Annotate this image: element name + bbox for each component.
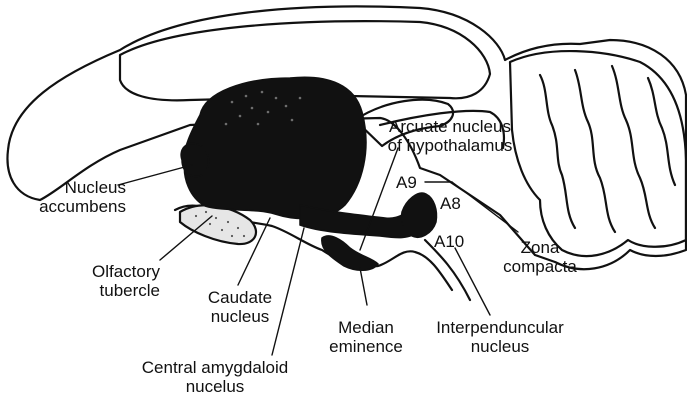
leader-median-eminence	[360, 268, 367, 305]
label-zona-compacta: Zona compacta	[490, 238, 590, 276]
olfactory-region	[180, 205, 256, 244]
label-a9: A9	[396, 173, 417, 192]
label-a8: A8	[440, 194, 461, 213]
cerebellum-folia-3	[612, 66, 655, 228]
label-arcuate-nucleus: Arcuate nucleus of hypothalamus	[350, 117, 550, 155]
label-nucleus-accumbens: Nucleus accumbens	[8, 178, 126, 216]
leader-nucleus-accumbens	[118, 165, 192, 185]
vta-cluster	[322, 236, 378, 270]
accumbens-mass	[181, 143, 208, 176]
label-caudate-nucleus: Caudate nucleus	[180, 288, 300, 326]
label-median-eminence: Median eminence	[316, 318, 416, 356]
label-central-amygdaloid-nucleus: Central amygdaloid nucelus	[115, 358, 315, 396]
substantia-nigra-cluster	[401, 193, 436, 237]
leader-zona-compacta	[452, 182, 518, 232]
label-olfactory-tubercle: Olfactory tubercle	[50, 262, 160, 300]
cerebellum-folia-2	[575, 70, 615, 232]
label-a10: A10	[434, 232, 464, 251]
label-interpeduncular-nucleus: Interpenduncular nucleus	[420, 318, 580, 356]
